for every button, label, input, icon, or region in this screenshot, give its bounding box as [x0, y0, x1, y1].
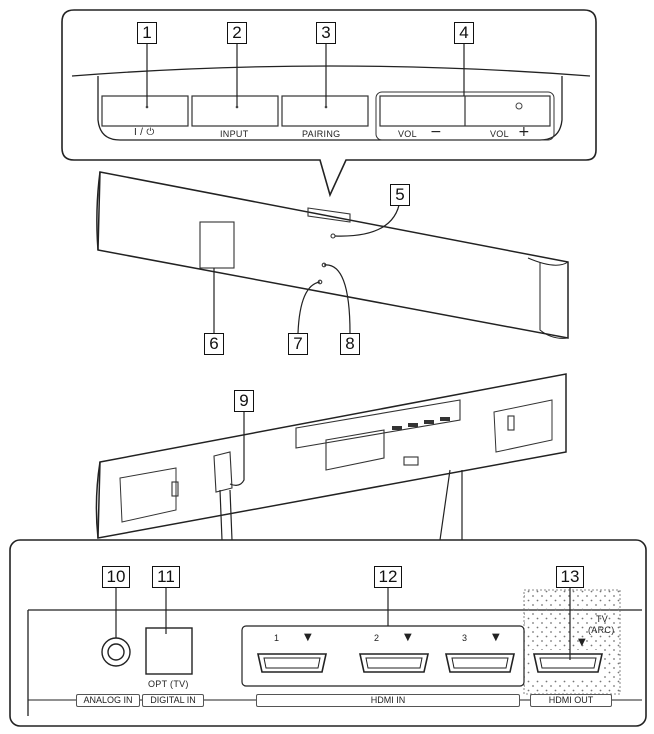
- soundbar-front: [96, 171, 569, 339]
- callout-2: 2: [227, 22, 247, 44]
- tv-label: TV: [596, 614, 609, 624]
- hdmi-in-label: HDMI IN: [256, 694, 520, 707]
- hdmi-in-group-box: [241, 625, 525, 687]
- hdmi-in-1-arrow-icon: ▼: [304, 632, 312, 643]
- arc-label: (ARC): [588, 625, 615, 635]
- remote-sensor: [199, 221, 235, 269]
- hdmi-out-dotted-area: [524, 590, 620, 694]
- callout-5: 5: [390, 184, 410, 206]
- hdmi-in-2-arrow-icon: ▼: [404, 632, 412, 643]
- callout-6: 6: [204, 333, 224, 355]
- hdmi-in-3-port: [445, 653, 515, 673]
- top-button-dots: [145, 105, 328, 109]
- hdmi-in-1-port: [257, 653, 327, 673]
- soundbar-rear-details: [119, 399, 553, 523]
- callout-11: 11: [152, 566, 180, 588]
- rear-connector-dots: [392, 417, 450, 430]
- opt-tv-label: OPT (TV): [148, 679, 189, 689]
- hdmi-ports: [257, 650, 604, 678]
- hdmi-out-port: [533, 653, 603, 673]
- leader-lines-bottom: [115, 588, 571, 660]
- input-label: INPUT: [220, 129, 249, 139]
- leader-lines-rear: [219, 412, 463, 541]
- plus-icon: +: [518, 124, 530, 140]
- callout-13: 13: [556, 566, 584, 588]
- top-panel-zoom-frame: [61, 9, 597, 198]
- callout-3: 3: [316, 22, 336, 44]
- callout-4: 4: [454, 22, 474, 44]
- power-button[interactable]: [101, 95, 189, 127]
- callout-9: 9: [234, 390, 254, 412]
- hdmi-in-2-port: [359, 653, 429, 673]
- vol-plus-tactile-dot: [515, 102, 523, 110]
- digital-in-label: DIGITAL IN: [142, 694, 204, 707]
- hdmi-in-1-number: 1: [274, 633, 280, 643]
- hdmi-in-3-arrow-icon: ▼: [492, 632, 500, 643]
- vol-minus-label: VOL: [398, 129, 417, 139]
- input-button[interactable]: [191, 95, 279, 127]
- top-buttons-strip: [307, 207, 351, 223]
- leader-lines-front: [213, 199, 401, 334]
- vol-plus-label: VOL: [490, 129, 509, 139]
- leader-lines-top: [146, 40, 465, 106]
- callout-12: 12: [374, 566, 402, 588]
- callout-10: 10: [102, 566, 130, 588]
- hdmi-out-arrow-icon: ▼: [578, 637, 586, 648]
- pairing-label: PAIRING: [302, 129, 341, 139]
- top-buttons: [101, 91, 555, 141]
- minus-icon: −: [430, 124, 442, 140]
- callout-8: 8: [340, 333, 360, 355]
- soundbar-rear: [95, 373, 567, 539]
- callout-7: 7: [288, 333, 308, 355]
- hdmi-in-2-number: 2: [374, 633, 380, 643]
- callout-1: 1: [137, 22, 157, 44]
- power-label: I / ⏻: [134, 127, 155, 138]
- soundbar-front-details: [199, 207, 351, 285]
- hdmi-out-label: HDMI OUT: [530, 694, 612, 707]
- hdmi-in-3-number: 3: [462, 633, 468, 643]
- optical-digital-in-port: [145, 627, 193, 675]
- analog-in-label: ANALOG IN: [76, 694, 140, 707]
- pairing-button[interactable]: [281, 95, 369, 127]
